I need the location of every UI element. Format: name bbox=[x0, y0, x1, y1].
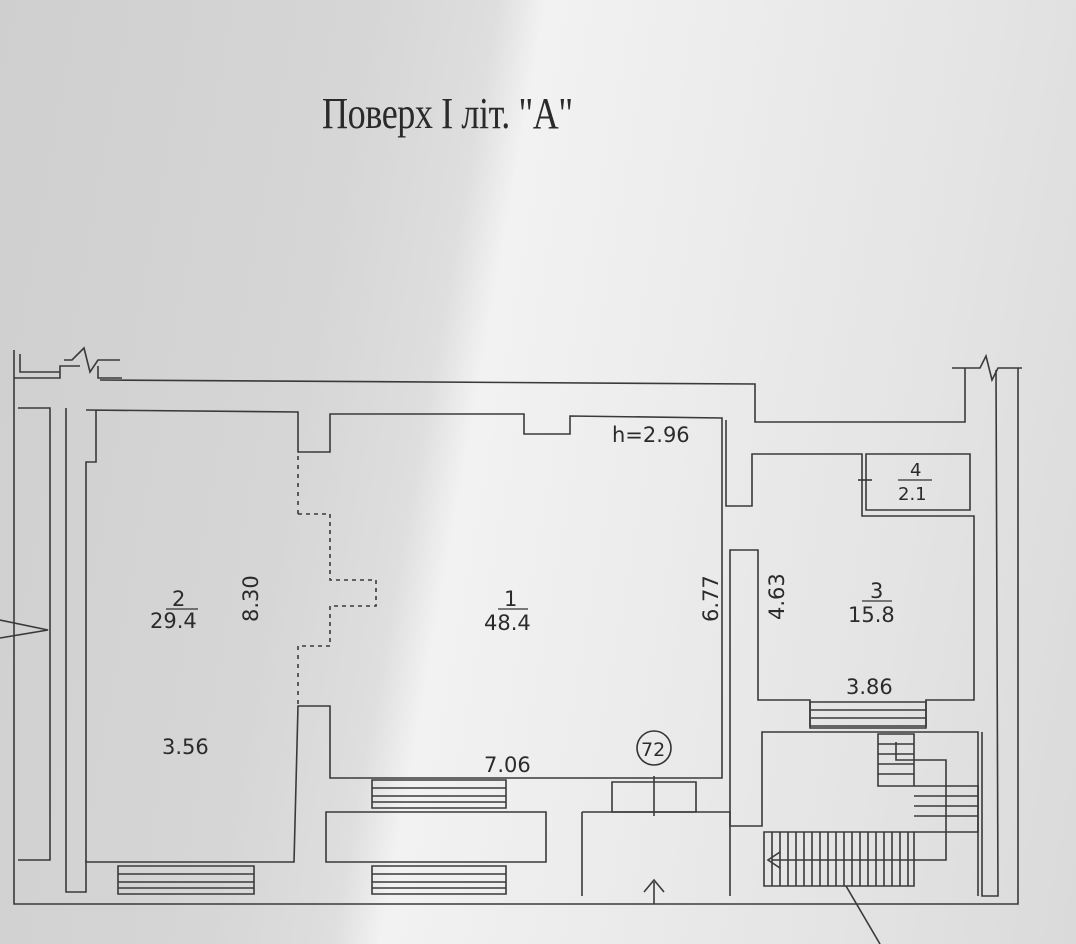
room-4-number: 4 bbox=[910, 460, 921, 481]
marker-label: 72 bbox=[641, 739, 665, 761]
room-1-width-dim: 7.06 bbox=[484, 753, 531, 777]
page-title: Поверх I літ. "A" bbox=[322, 89, 573, 138]
marker-circle bbox=[636, 730, 672, 766]
plan-labels: h=2.96 2 29.4 8.30 3.56 1 48.4 6.77 7.06… bbox=[150, 423, 932, 777]
room-3-number: 3 bbox=[870, 579, 883, 603]
room-1-area: 48.4 bbox=[484, 611, 531, 635]
room-2-area: 29.4 bbox=[150, 609, 197, 633]
room-2 bbox=[85, 409, 723, 863]
room-2-height-dim: 8.30 bbox=[239, 575, 263, 622]
room-1-height-dim: 6.77 bbox=[699, 575, 723, 622]
ceiling-height-label: h=2.96 bbox=[612, 423, 690, 447]
staircase bbox=[763, 733, 979, 944]
room-2-number: 2 bbox=[172, 587, 185, 611]
room-3 bbox=[725, 420, 979, 896]
outer-walls bbox=[0, 346, 1022, 905]
room-1-number: 1 bbox=[504, 587, 517, 611]
lower-area bbox=[117, 701, 927, 904]
room-3-area: 15.8 bbox=[848, 603, 895, 627]
room-3-width-dim: 3.86 bbox=[846, 675, 893, 699]
room-2-width-dim: 3.56 bbox=[162, 735, 209, 759]
room-3-height-dim: 4.63 bbox=[765, 573, 789, 620]
room-4-area: 2.1 bbox=[898, 484, 927, 505]
